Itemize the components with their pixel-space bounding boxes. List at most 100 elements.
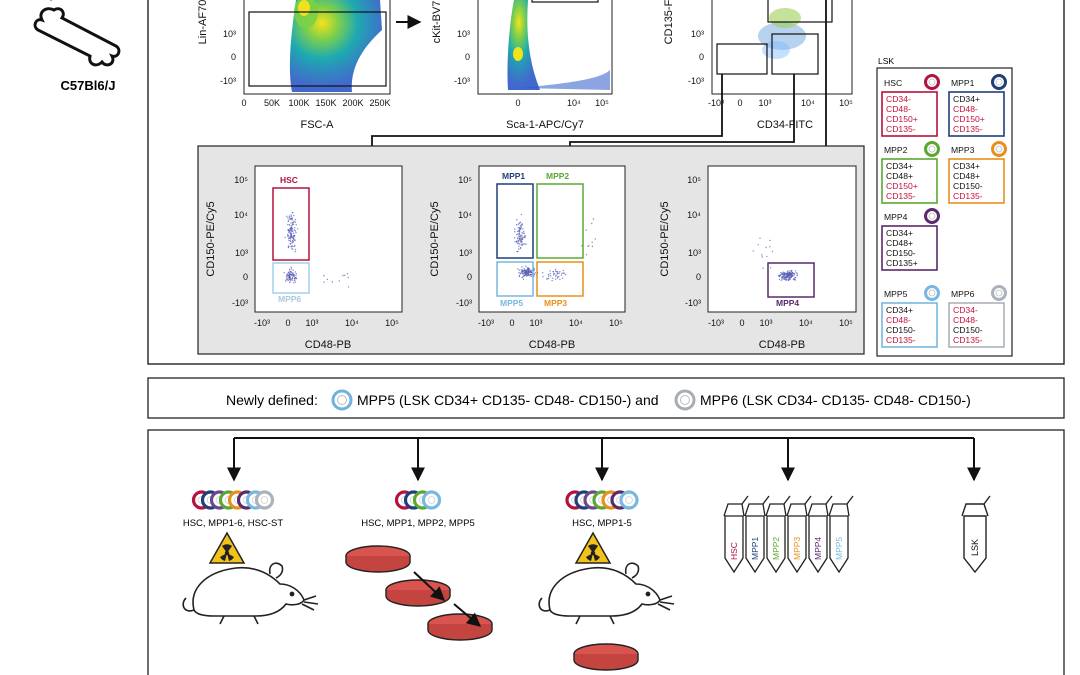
event-dot	[789, 271, 791, 274]
tick: -10³	[708, 318, 724, 328]
tube-label: MPP3	[792, 537, 802, 560]
event-dot	[526, 271, 528, 273]
tick: 10⁵	[687, 175, 701, 185]
event-dot	[293, 238, 295, 241]
event-dot	[286, 215, 288, 217]
event-dot	[292, 221, 295, 224]
tick: 0	[509, 318, 514, 328]
event-dot	[294, 251, 296, 253]
event-dot	[517, 240, 520, 243]
marker-line: CD150-	[886, 325, 916, 335]
event-dot	[771, 250, 774, 253]
event-dot	[757, 244, 759, 246]
event-dot	[289, 216, 291, 218]
event-dot	[288, 268, 291, 271]
gate-label-mpp4: MPP4	[776, 298, 799, 308]
event-dot	[793, 273, 796, 275]
tick: 10³	[459, 248, 472, 258]
event-dot	[516, 250, 518, 253]
event-dot	[791, 274, 793, 276]
event-dot	[288, 274, 290, 276]
event-dot	[547, 278, 549, 280]
radiation-hazard-icon	[208, 531, 246, 564]
event-dot	[562, 272, 564, 274]
event-dot	[287, 224, 289, 226]
event-dot	[291, 247, 293, 249]
gate-label-mpp5: MPP5	[500, 298, 523, 308]
experiments-panel	[147, 429, 1065, 675]
event-dot	[563, 272, 565, 274]
event-dot	[591, 241, 593, 243]
event-dot	[287, 217, 289, 219]
event-dot	[521, 272, 523, 274]
tick: 0	[737, 98, 742, 108]
top-plot-1: 10³ 0 -10³ 0 50K 100K 150K 200K 250K FSC…	[197, 0, 391, 131]
event-dot	[517, 239, 519, 241]
event-dot	[792, 278, 795, 281]
mpp6-ring-icon	[674, 389, 696, 411]
event-dot	[347, 286, 350, 288]
group1-label: HSC, MPP1-6, HSC-ST	[183, 518, 283, 529]
gate-label-hsc: HSC	[280, 175, 298, 185]
event-dot	[293, 282, 295, 284]
tick: 10⁴	[569, 318, 583, 328]
event-dot	[558, 272, 560, 274]
event-dot	[564, 273, 567, 276]
arrow	[413, 571, 446, 601]
event-dot	[516, 241, 518, 244]
strain-label: C57Bl6/J	[61, 78, 116, 93]
event-dot	[780, 279, 782, 282]
event-dot	[553, 272, 555, 275]
tick: 0	[467, 272, 472, 282]
marker-line: CD135+	[886, 258, 918, 268]
event-dot	[287, 220, 289, 223]
event-dot	[291, 225, 293, 227]
event-dot	[294, 277, 296, 279]
event-dot	[521, 236, 523, 238]
tick: 10³	[529, 318, 542, 328]
marker-line: CD48-	[886, 315, 911, 325]
mpp5-gate	[496, 261, 534, 297]
tick: 150K	[315, 98, 336, 108]
event-dot	[522, 232, 524, 234]
event-dot	[752, 250, 754, 252]
tick: 10³	[691, 29, 704, 39]
event-dot	[528, 269, 530, 271]
event-dot	[782, 275, 784, 277]
newly-defined-bar: Newly defined: MPP5 (LSK CD34+ CD135- CD…	[147, 377, 1065, 419]
event-dot	[347, 276, 349, 279]
marker-line: CD150+	[953, 114, 985, 124]
event-dot	[789, 274, 791, 276]
event-dot	[288, 218, 291, 220]
tick: 10³	[457, 29, 470, 39]
event-dot	[295, 278, 298, 280]
tick: 10⁴	[567, 98, 581, 108]
event-dot	[528, 270, 530, 272]
culture-dish-icon	[427, 613, 493, 641]
event-dot	[518, 248, 520, 250]
event-dot	[530, 273, 532, 276]
event-dot	[514, 241, 516, 243]
group2-label: HSC, MPP1, MPP2, MPP5	[361, 518, 475, 529]
event-dot	[524, 273, 526, 275]
event-dot	[290, 218, 293, 220]
legend-cell-title: MPP3	[951, 145, 975, 155]
event-dot	[286, 275, 288, 277]
y-axis-label: Lin-AF70	[197, 0, 209, 44]
event-dot	[518, 233, 521, 235]
event-dot	[521, 271, 523, 273]
event-dot	[529, 271, 532, 273]
legend-cell-title: MPP4	[884, 212, 908, 222]
event-dot	[547, 273, 550, 276]
legend-cell-title: MPP6	[951, 289, 975, 299]
marker-line: CD135-	[886, 191, 916, 201]
tick: 0	[696, 272, 701, 282]
marker-line: CD48+	[953, 171, 980, 181]
tick: 50K	[264, 98, 280, 108]
event-dot	[297, 228, 299, 230]
event-dot	[287, 279, 289, 281]
event-dot	[288, 275, 290, 278]
event-dot	[789, 270, 791, 272]
